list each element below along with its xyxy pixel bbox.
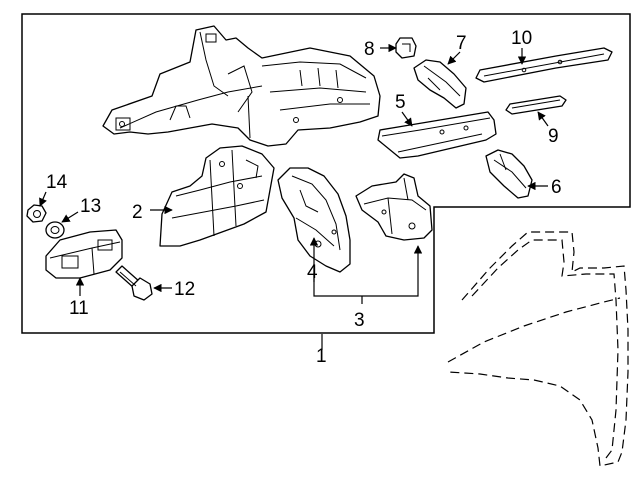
extension-part-7 — [413, 59, 467, 109]
leader-lines — [39, 43, 549, 350]
clip-part-8 — [395, 37, 417, 59]
callout-13: 13 — [80, 196, 101, 217]
callout-9: 9 — [548, 126, 559, 147]
fender-outline — [447, 231, 629, 467]
callout-2: 2 — [132, 202, 143, 223]
mount-part-11 — [45, 229, 123, 279]
callout-7: 7 — [456, 33, 467, 54]
parts-frame — [21, 13, 631, 334]
callout-11: 11 — [69, 298, 89, 319]
strip-part-9 — [505, 95, 567, 115]
nut-part-14 — [26, 204, 47, 223]
bolt-part-12 — [115, 265, 153, 301]
washer-part-13 — [45, 221, 65, 239]
callout-6: 6 — [551, 177, 562, 198]
rail-part-5 — [377, 111, 497, 159]
callout-12: 12 — [174, 279, 195, 300]
callout-10: 10 — [511, 28, 532, 49]
callout-3: 3 — [354, 310, 365, 331]
wheelhouse-part-4 — [277, 167, 351, 273]
callout-14: 14 — [46, 172, 68, 193]
front-side-member-assembly — [102, 25, 381, 147]
apron-panel-part-2 — [159, 145, 275, 247]
long-rail-part-10 — [475, 47, 613, 83]
reinforcement-part-3 — [355, 173, 433, 241]
callout-5: 5 — [395, 92, 406, 113]
callout-4: 4 — [307, 262, 318, 283]
callout-8: 8 — [364, 39, 375, 60]
bracket-part-6 — [485, 149, 533, 199]
callout-1: 1 — [316, 346, 327, 367]
